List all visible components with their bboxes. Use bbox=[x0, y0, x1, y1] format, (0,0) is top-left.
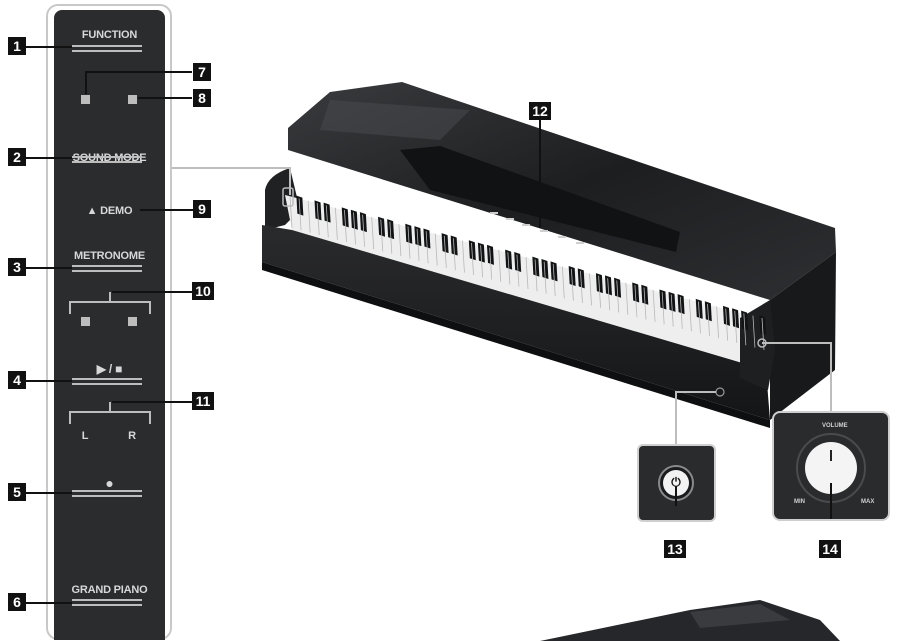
led-8 bbox=[128, 95, 137, 104]
leader-11 bbox=[112, 401, 194, 403]
record-button-bar[interactable] bbox=[72, 490, 142, 492]
metronome-button-bar-2 bbox=[72, 270, 142, 272]
bracket-11 bbox=[69, 402, 151, 424]
leader-6 bbox=[26, 602, 72, 604]
leader-2 bbox=[26, 157, 72, 159]
bracket-10 bbox=[69, 292, 151, 314]
volume-max-label: MAX bbox=[861, 499, 875, 505]
play-stop-label: ▶ / ■ bbox=[96, 362, 123, 376]
sound-mode-button-bar-2 bbox=[72, 161, 142, 163]
metronome-label: METRONOME bbox=[74, 250, 145, 262]
leader-4 bbox=[26, 380, 72, 382]
play-stop-button-bar-2 bbox=[72, 383, 142, 385]
play-stop-button-bar[interactable] bbox=[72, 378, 142, 380]
leader-7-8 bbox=[85, 71, 192, 99]
function-label: FUNCTION bbox=[81, 29, 138, 41]
leader-3 bbox=[26, 267, 72, 269]
callout-10: 10 bbox=[192, 282, 214, 300]
callout-5: 5 bbox=[8, 483, 26, 501]
record-label: ● bbox=[105, 475, 114, 491]
leader-5 bbox=[26, 492, 72, 494]
grand-piano-button-bar-2 bbox=[72, 604, 142, 606]
led-10-left bbox=[81, 317, 90, 326]
callout-7: 7 bbox=[193, 63, 211, 81]
function-button-bar[interactable] bbox=[72, 45, 142, 47]
track-left-label[interactable]: L bbox=[81, 430, 89, 442]
callout-1: 1 bbox=[8, 37, 26, 55]
leader-12 bbox=[539, 120, 541, 228]
callout-11: 11 bbox=[192, 392, 214, 410]
callout-14: 14 bbox=[819, 540, 841, 558]
volume-inset: VOLUME MIN MAX bbox=[772, 411, 890, 521]
callout-4: 4 bbox=[8, 371, 26, 389]
volume-knob[interactable] bbox=[774, 413, 888, 519]
callout-13: 13 bbox=[664, 540, 686, 558]
callout-12: 12 bbox=[529, 102, 551, 120]
sound-mode-button-bar[interactable] bbox=[72, 156, 142, 158]
track-right-label[interactable]: R bbox=[128, 430, 136, 442]
callout-8: 8 bbox=[193, 89, 211, 107]
record-button-bar-2 bbox=[72, 495, 142, 497]
leader-9 bbox=[140, 209, 194, 211]
volume-title: VOLUME bbox=[822, 423, 848, 429]
power-inset: ⏻ bbox=[637, 444, 716, 522]
power-icon[interactable]: ⏻ bbox=[671, 475, 681, 489]
callout-6: 6 bbox=[8, 593, 26, 611]
led-10-right bbox=[128, 317, 137, 326]
leader-1 bbox=[26, 46, 72, 48]
volume-min-label: MIN bbox=[794, 499, 805, 505]
grand-piano-label: GRAND PIANO bbox=[71, 584, 148, 596]
callout-3: 3 bbox=[8, 258, 26, 276]
grand-piano-button-bar[interactable] bbox=[72, 599, 142, 601]
function-button-bar-2 bbox=[72, 50, 142, 52]
led-7 bbox=[81, 95, 90, 104]
leader-10 bbox=[112, 291, 194, 293]
control-panel bbox=[54, 10, 165, 640]
callout-9: 9 bbox=[193, 200, 211, 218]
demo-label[interactable]: ▲ DEMO bbox=[86, 205, 133, 217]
callout-2: 2 bbox=[8, 148, 26, 166]
metronome-button-bar[interactable] bbox=[72, 265, 142, 267]
